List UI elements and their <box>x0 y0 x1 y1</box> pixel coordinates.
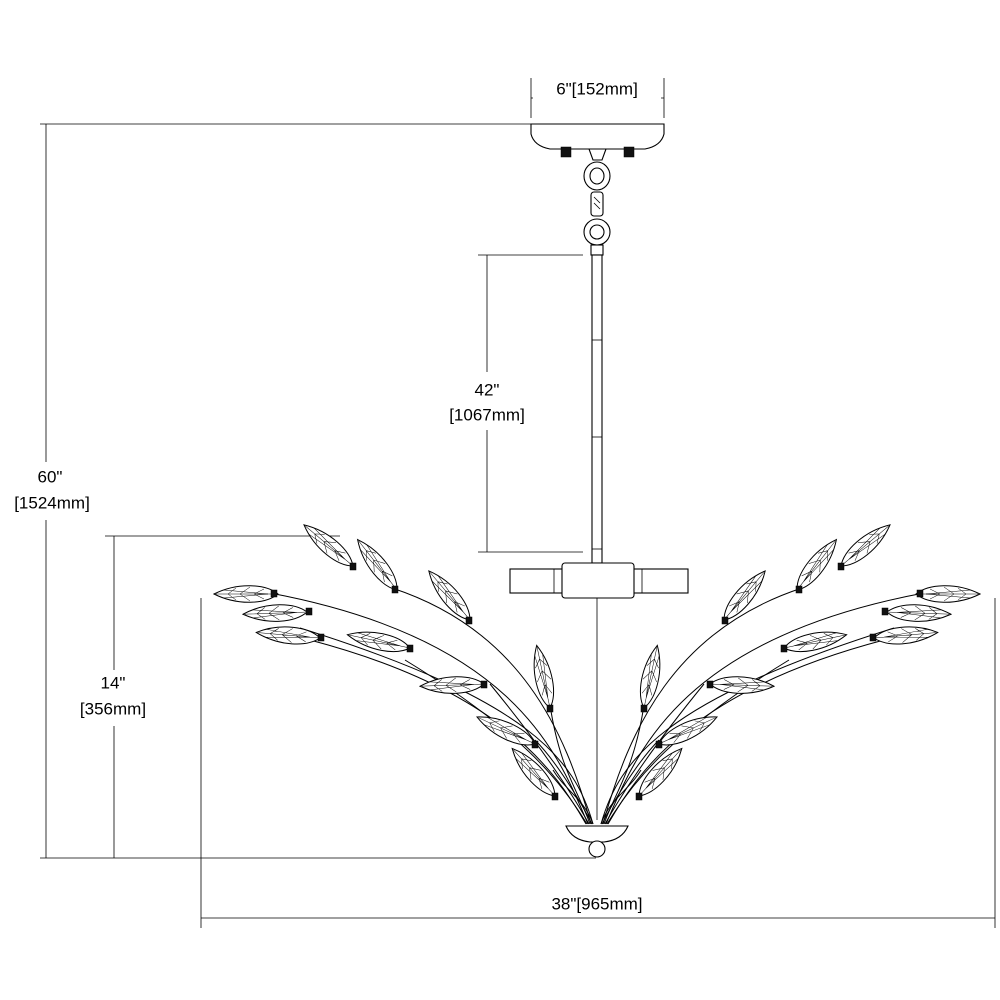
canopy-width-label: 6"[152mm] <box>556 79 638 98</box>
ceiling-canopy <box>530 123 665 161</box>
bottom-finial <box>565 825 629 858</box>
dimension-labels: 6"[152mm] 42" [1067mm] 60" [1524mm] 14" … <box>2 79 662 915</box>
downrod-height-imperial: 42" <box>475 380 500 399</box>
light-body <box>509 562 689 820</box>
overall-height-imperial: 60" <box>38 467 63 486</box>
right-leaves <box>632 518 981 803</box>
fixture-height-imperial: 14" <box>101 673 126 692</box>
right-branches <box>600 587 925 825</box>
overall-height-metric: [1524mm] <box>14 493 90 512</box>
dimension-lines <box>40 78 996 928</box>
left-leaves <box>213 518 562 803</box>
downrod-height-metric: [1067mm] <box>449 405 525 424</box>
chandelier-fixture <box>213 123 981 858</box>
downrod <box>591 254 603 564</box>
chain <box>583 161 611 256</box>
fixture-height-metric: [356mm] <box>80 699 146 718</box>
fixture-width-label: 38"[965mm] <box>551 894 642 913</box>
